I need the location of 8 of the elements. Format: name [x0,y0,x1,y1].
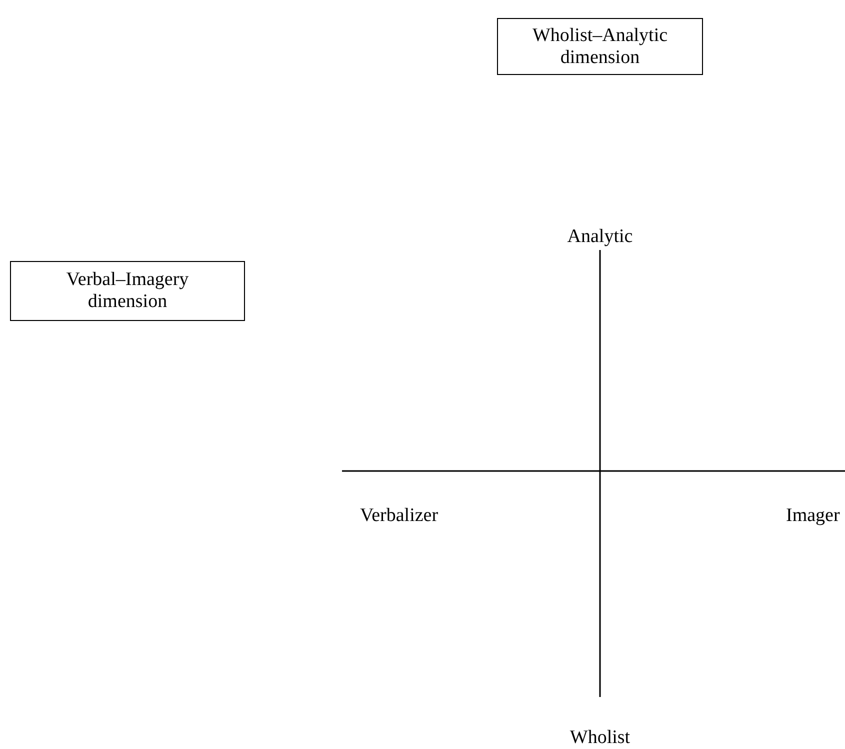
dimension-label: Wholist–Analytic dimension [531,24,669,68]
dimension-box [10,261,245,321]
axis-pole-label: Verbalizer [360,505,438,527]
axis-pole-label: Imager [786,505,840,527]
dimension-box [497,18,703,75]
axis-pole-label: Wholist [570,727,630,749]
dimension-label: Verbal–Imagery dimension [65,269,190,313]
axis-pole-label: Analytic [567,226,633,248]
